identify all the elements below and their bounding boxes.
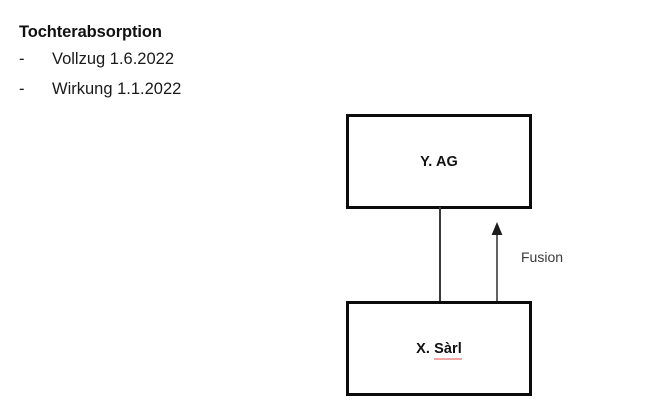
bullet-text: Vollzug 1.6.2022 xyxy=(52,50,175,68)
bullet-marker: - xyxy=(19,50,25,68)
list-item: - Wirkung 1.1.2022 xyxy=(19,74,181,104)
entity-label-child-flagged: Sàrl xyxy=(434,340,462,360)
entity-box-parent[interactable]: Y. AG xyxy=(346,114,532,209)
entity-box-child[interactable]: X. Sàrl xyxy=(346,301,532,396)
entity-label-parent: Y. AG xyxy=(420,153,458,170)
bullet-marker: - xyxy=(19,80,25,98)
entity-label-child: X. Sàrl xyxy=(416,340,462,360)
ownership-connector-line xyxy=(439,207,441,303)
list-item: - Vollzug 1.6.2022 xyxy=(19,44,181,74)
notes-block: Tochterabsorption - Vollzug 1.6.2022 - W… xyxy=(19,20,181,104)
bullet-text: Wirkung 1.1.2022 xyxy=(52,80,182,98)
page-title: Tochterabsorption xyxy=(19,23,162,41)
fusion-arrow-icon xyxy=(491,222,503,302)
entity-label-child-prefix: X. xyxy=(416,340,435,357)
fusion-arrow-label: Fusion xyxy=(521,249,564,265)
